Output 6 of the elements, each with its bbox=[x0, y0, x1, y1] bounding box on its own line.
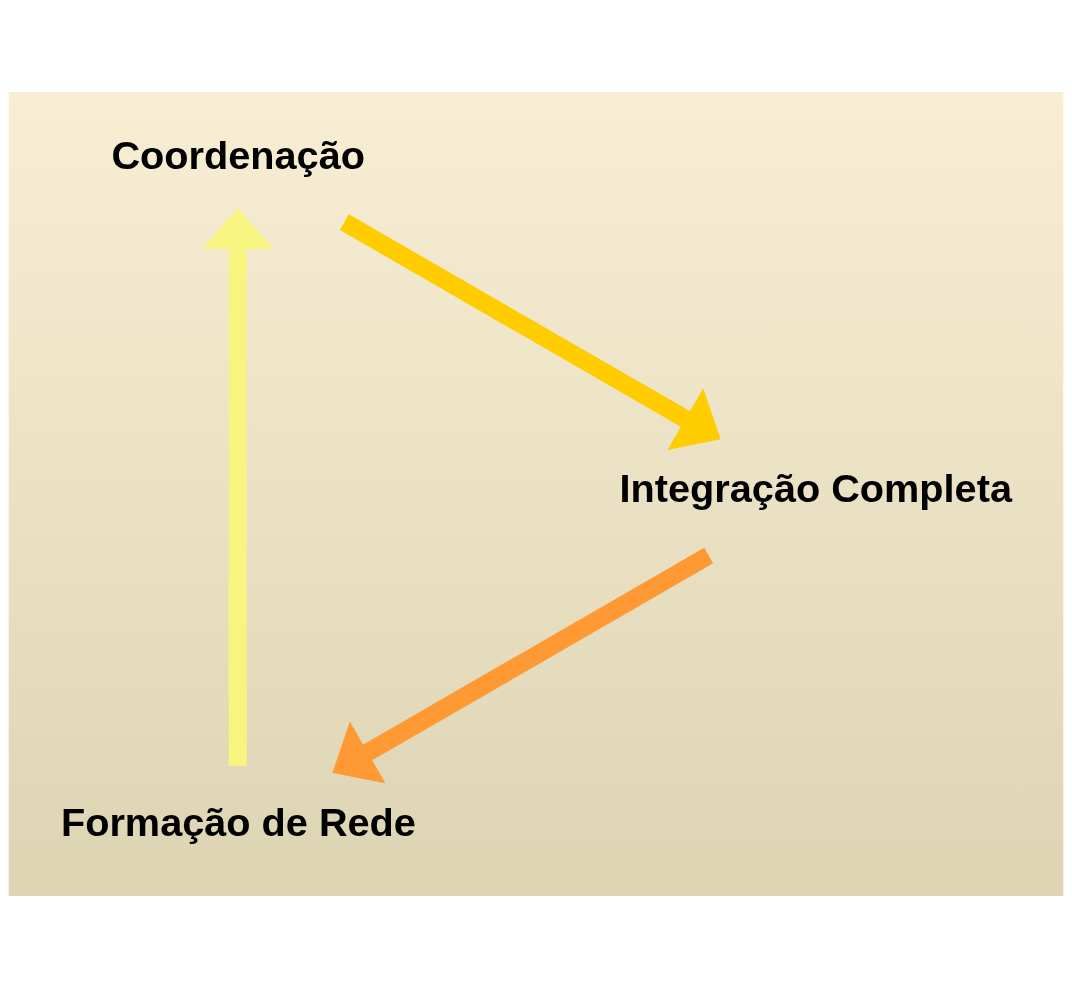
node-text: Formação de Rede bbox=[60, 799, 416, 844]
arrow bbox=[332, 547, 714, 783]
arrow bbox=[202, 207, 274, 766]
node-text: Integração Completa bbox=[619, 465, 1012, 510]
arrow bbox=[339, 213, 721, 450]
node-text: Coordenação bbox=[111, 132, 365, 177]
